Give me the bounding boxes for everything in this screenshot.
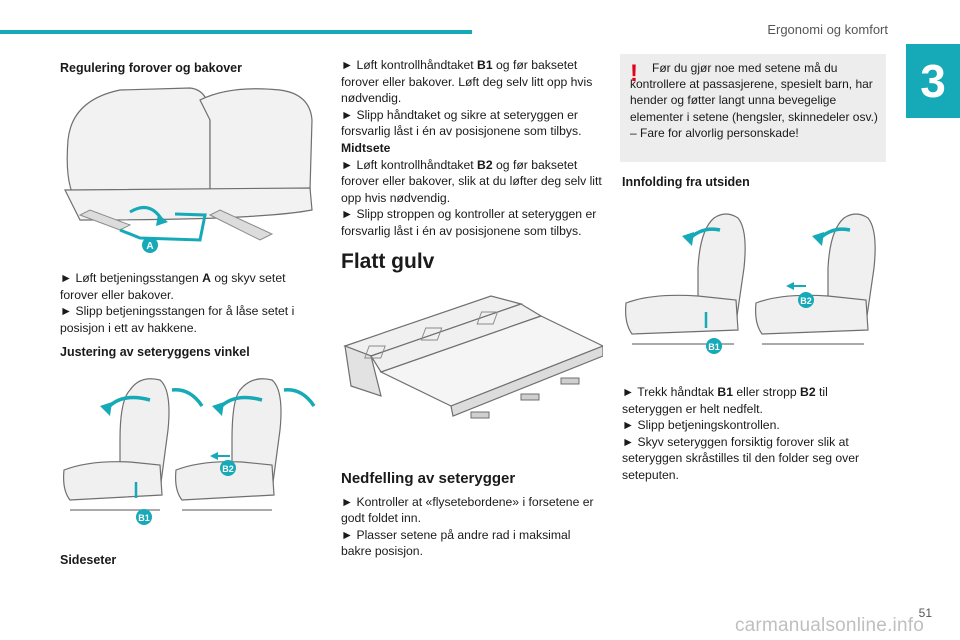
bullet-check-tables: ► Kontroller at «flysetebordene» i forse… (341, 494, 594, 526)
caption-area: Sideseter (60, 552, 322, 569)
bullet-release-control: ► Slipp betjeningskontrollen. (622, 418, 780, 433)
column-2: ► Løft kontrollhåndtaket B1 og før bakse… (341, 57, 603, 273)
heading-backrest-angle: Justering av seteryggens vinkel (60, 345, 250, 360)
bullet-push-backrest: ► Skyv seteryggen forsiktig forover slik… (622, 434, 860, 482)
bullet-release-strap: ► Slipp stroppen og kontroller at setery… (341, 207, 597, 238)
column-2-lower: Nedfelling av seterygger ► Kontroller at… (341, 470, 603, 560)
header-accent-bar (0, 30, 472, 34)
column-1: Regulering forover og bakover (60, 60, 322, 77)
label-a: A (146, 241, 153, 252)
figure-backrest-angle: B2 B1 (63, 378, 316, 525)
heading-fore-aft: Regulering forover og bakover (60, 61, 242, 75)
watermark: carmanualsonline.info (734, 615, 924, 636)
section-header-title: Ergonomi og komfort (767, 22, 888, 37)
bullet-lift-lever: ► Løft betjeningsstangen A og skyv setet… (60, 271, 286, 302)
page-number: 51 (918, 606, 932, 620)
heading-middle-seat: Midtsete (341, 140, 391, 155)
column-3: Innfolding fra utsiden (622, 174, 884, 191)
subheading-fold-backrests: Nedfelling av seterygger (341, 470, 516, 487)
label-b1-fold: B1 (708, 342, 720, 352)
chapter-number-tab: 3 (906, 44, 960, 118)
bullet-release-handle: ► Slipp håndtaket og sikre at seteryggen… (341, 107, 582, 139)
heading-fold-from-outside: Innfolding fra utsiden (622, 175, 750, 189)
figure-flat-floor (343, 295, 603, 419)
bullet-lift-b2: ► Løft kontrollhåndtaket B2 og før bakse… (341, 157, 602, 205)
caption-side-seats: Sideseter (60, 553, 117, 567)
section-flat-floor: Flatt gulv (341, 249, 435, 273)
bullet-pull-handle: ► Trekk håndtak B1 eller stropp B2 til s… (622, 385, 828, 416)
bullet-lift-b1: ► Løft kontrollhåndtaket B1 og før bakse… (341, 58, 593, 106)
warning-text: Før du gjør noe med setene må du kontrol… (630, 61, 878, 140)
figure-seat-fore-aft: A (64, 87, 313, 253)
figure-fold-from-outside: B2 B1 (625, 213, 876, 354)
bullet-position-seats: ► Plasser setene på andre rad i maksimal… (341, 527, 571, 559)
column-3-text: ► Trekk håndtak B1 eller stropp B2 til s… (622, 384, 884, 484)
bullet-release-lever: ► Slipp betjeningsstangen for å låse set… (60, 304, 295, 335)
label-b2-fold: B2 (800, 296, 812, 306)
label-b1: B1 (138, 513, 150, 523)
warning-box: ! Før du gjør noe med setene må du kontr… (620, 54, 886, 162)
column-1-text: ► Løft betjeningsstangen A og skyv setet… (60, 270, 322, 361)
label-b2: B2 (222, 464, 234, 474)
warning-icon: ! (630, 60, 638, 87)
